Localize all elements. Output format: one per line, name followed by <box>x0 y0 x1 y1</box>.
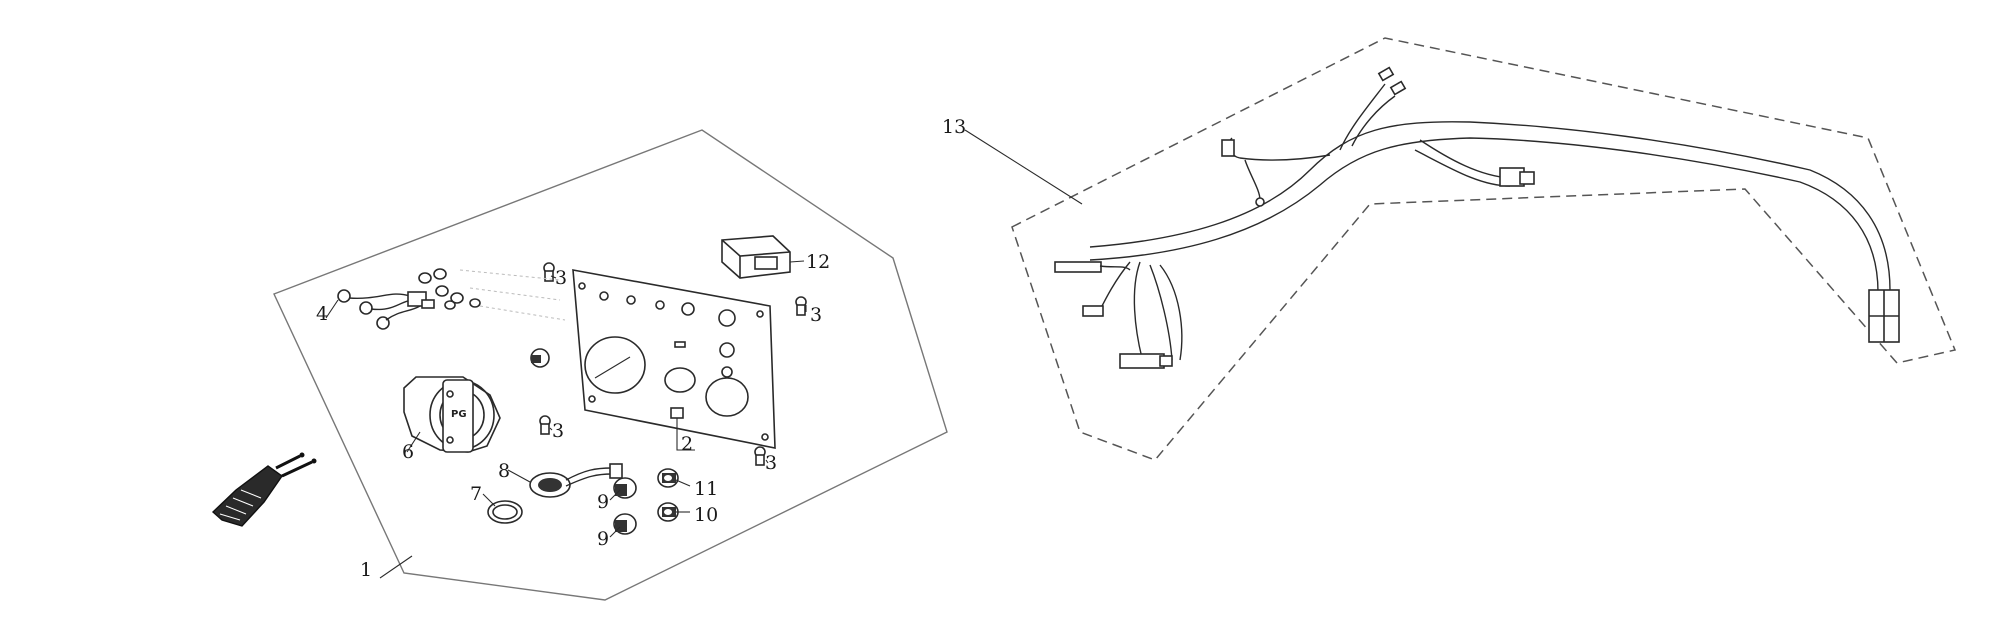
callout-3-middle: 3 <box>552 420 564 442</box>
panel-nut <box>670 407 695 451</box>
rocker-switch <box>529 463 623 498</box>
socket-marking: PG <box>451 409 467 420</box>
screw-middle <box>539 415 551 435</box>
assembly-outline-1 <box>273 129 948 601</box>
callout-3-bottom: 3 <box>765 452 777 474</box>
relay-module <box>721 235 805 279</box>
callout-9-upper: 9 <box>597 491 609 513</box>
wiring-harness-assembly <box>1011 37 1957 461</box>
indicator-lamp-harness <box>337 268 566 330</box>
callout-3-right: 3 <box>810 304 822 326</box>
knob-upper <box>613 477 637 499</box>
control-panel-assembly: PG <box>273 129 948 601</box>
fuse-holder-10 <box>657 502 679 522</box>
callout-6: 6 <box>402 441 414 463</box>
callout-13: 13 <box>942 116 966 138</box>
front-panel-plate <box>572 269 776 449</box>
screw-top-right <box>795 296 807 316</box>
callout-numbers: 1 2 3 3 3 3 4 6 7 8 9 9 10 11 12 13 <box>316 116 966 581</box>
screw-bottom-right <box>754 446 766 466</box>
callout-12: 12 <box>806 251 830 273</box>
assembly-outline-13 <box>1011 37 1957 461</box>
screw-top-left <box>543 262 555 282</box>
schuko-plug <box>211 452 317 527</box>
fuse-holder-11 <box>657 468 679 488</box>
callout-9-lower: 9 <box>597 528 609 550</box>
callout-11: 11 <box>694 478 718 500</box>
callout-10: 10 <box>694 504 718 526</box>
callout-7: 7 <box>470 483 482 505</box>
power-socket: PG <box>403 376 501 453</box>
callout-2: 2 <box>681 433 693 455</box>
callout-8: 8 <box>498 460 510 482</box>
callout-4: 4 <box>316 303 328 325</box>
callout-3-top-left: 3 <box>555 267 567 289</box>
knob-lower <box>613 513 637 535</box>
small-cap <box>530 348 550 368</box>
leader-lines <box>325 129 1083 579</box>
grommet <box>487 500 523 524</box>
callout-1: 1 <box>360 559 372 581</box>
